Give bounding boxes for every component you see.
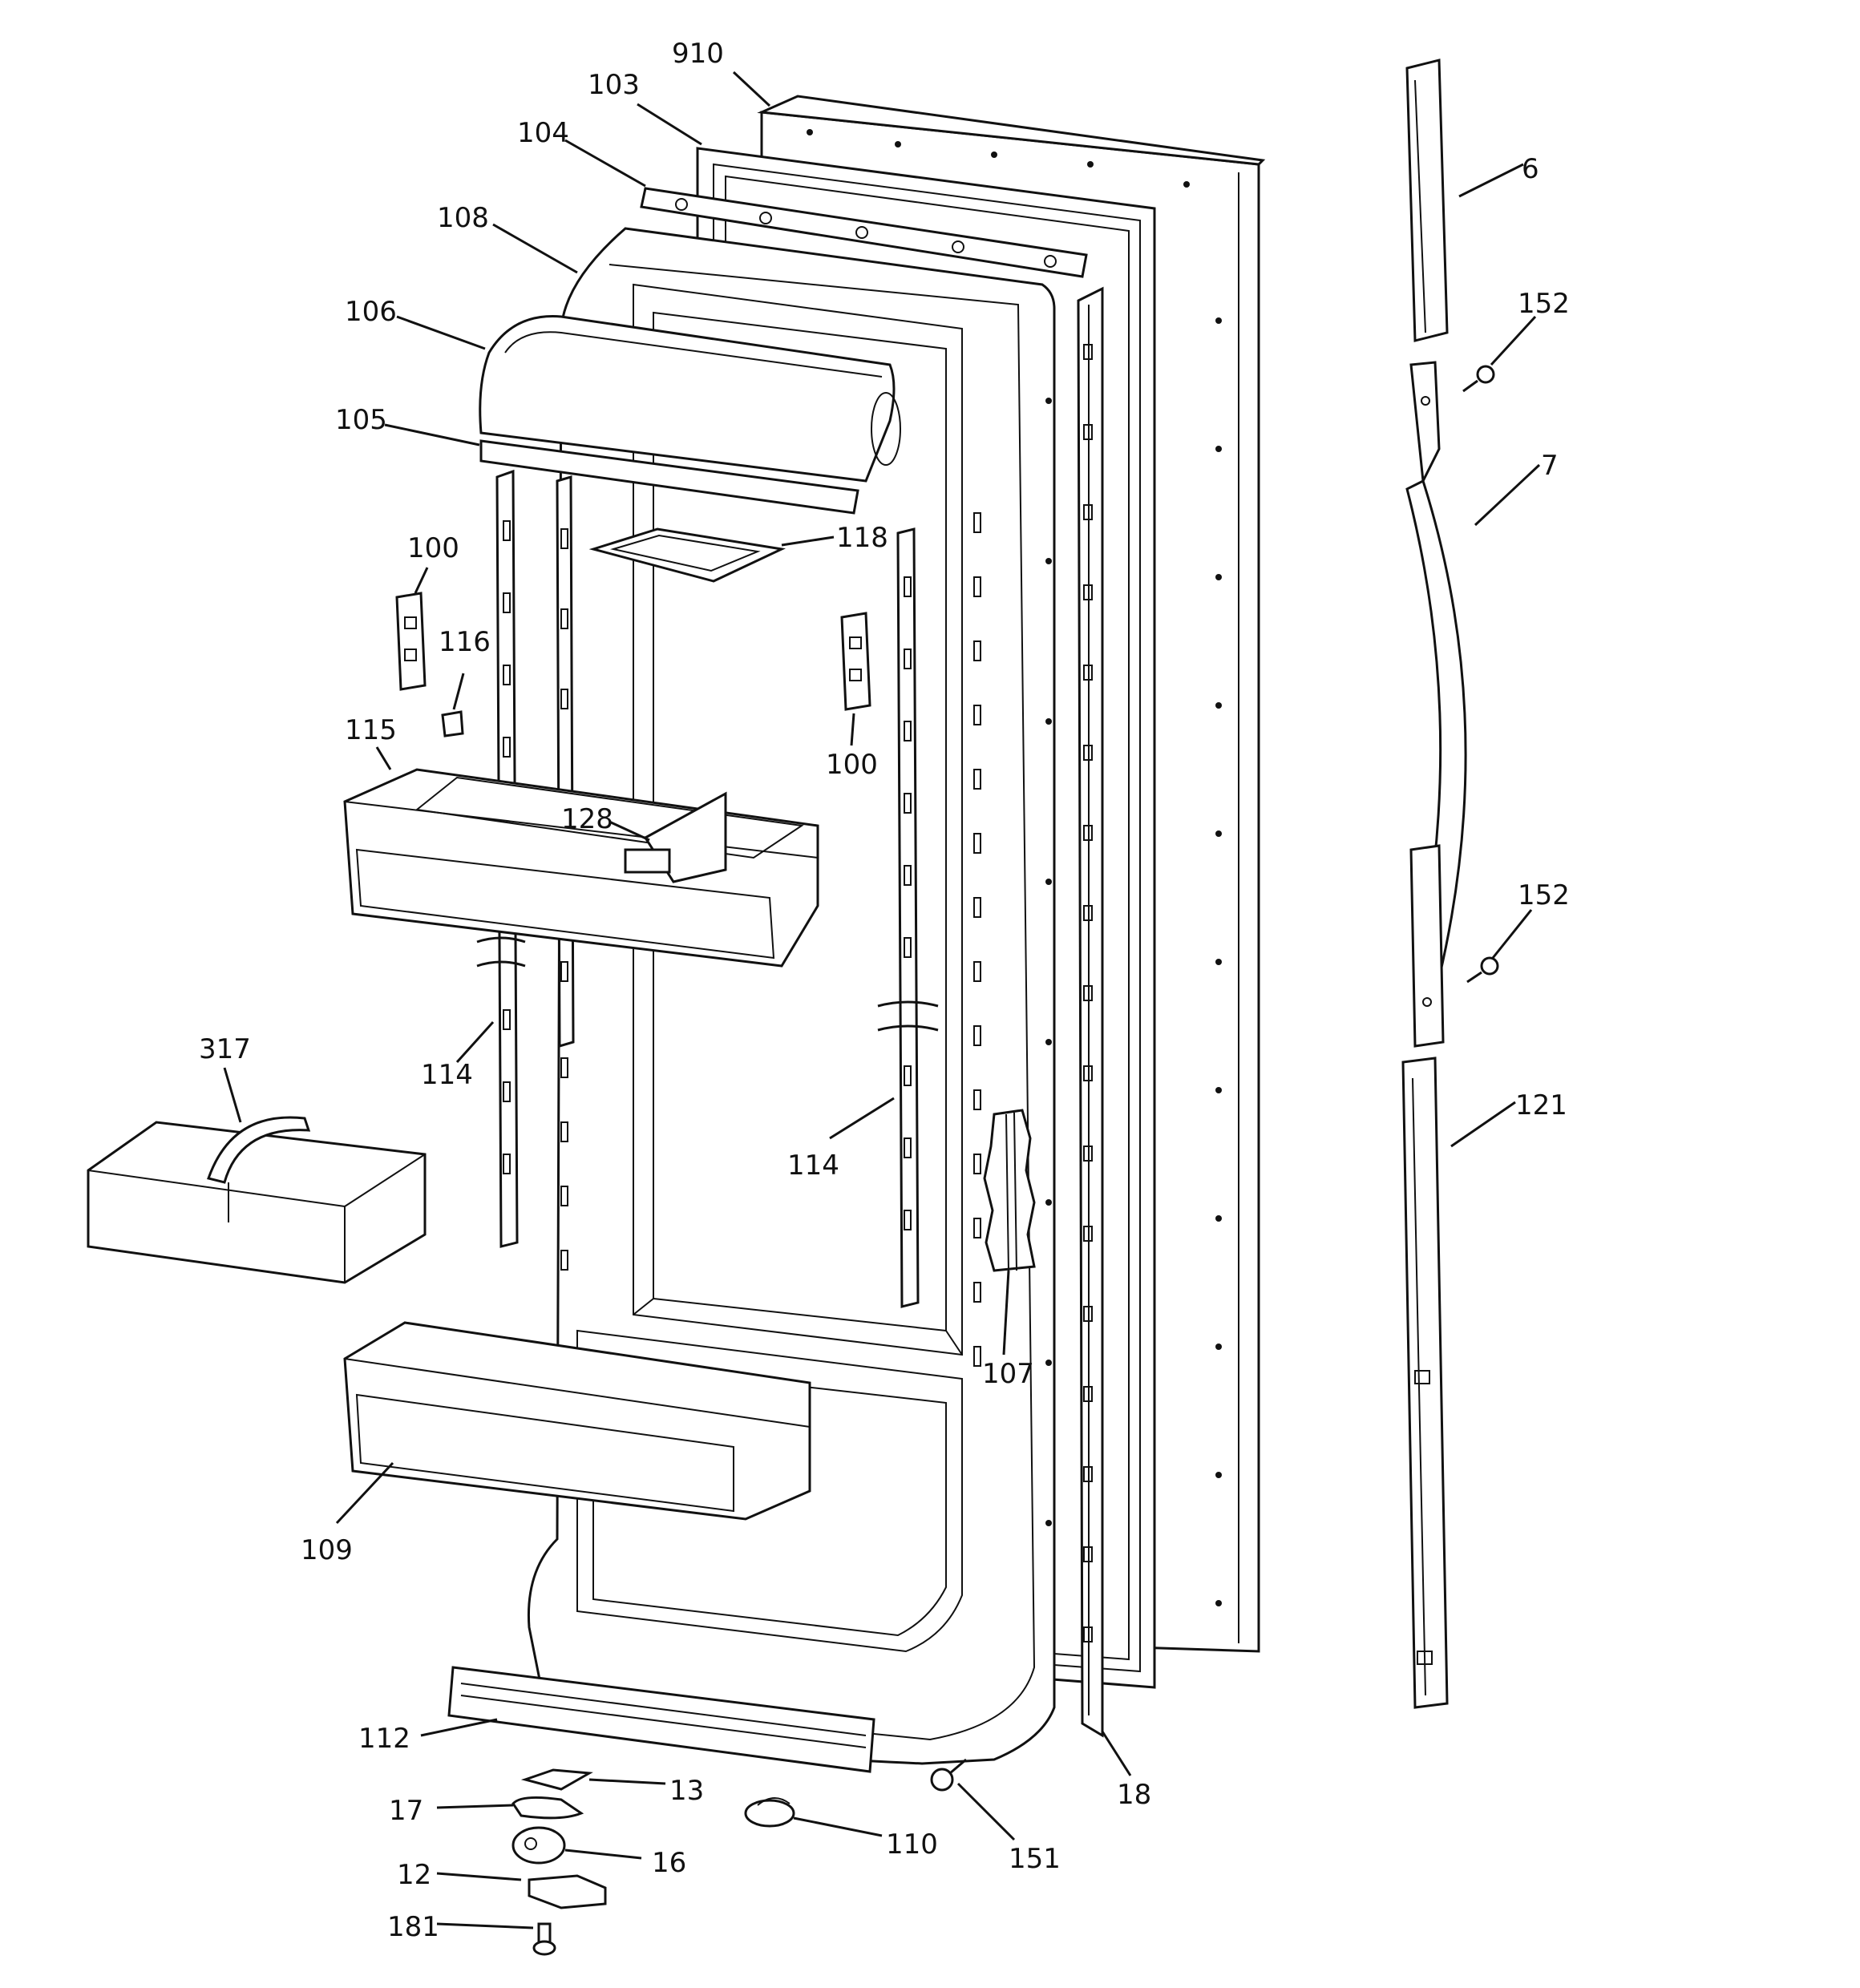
label-104: 104 xyxy=(517,117,569,149)
hinge-shim xyxy=(512,1796,584,1820)
label-103: 103 xyxy=(588,69,640,101)
label-152-bottom: 152 xyxy=(1518,879,1570,911)
label-151: 151 xyxy=(1009,1843,1061,1875)
label-7: 7 xyxy=(1541,450,1559,482)
label-107: 107 xyxy=(982,1358,1034,1390)
shelf-support-right xyxy=(877,527,939,1308)
label-112: 112 xyxy=(358,1723,410,1755)
removable-bin xyxy=(87,1116,427,1284)
label-6: 6 xyxy=(1522,153,1539,185)
label-100-right: 100 xyxy=(826,749,878,781)
bottom-trim xyxy=(447,1666,875,1773)
hinge xyxy=(528,1874,607,1909)
part-labels: 910 103 104 108 106 105 118 100 116 115 … xyxy=(199,38,1570,1943)
shelf-clip-left xyxy=(395,592,427,691)
label-12: 12 xyxy=(397,1859,431,1891)
label-100-left: 100 xyxy=(407,532,459,564)
small-tray xyxy=(588,527,786,583)
label-121: 121 xyxy=(1515,1089,1567,1121)
label-116: 116 xyxy=(439,626,491,658)
label-16: 16 xyxy=(652,1847,686,1879)
screw-151 xyxy=(930,1758,967,1792)
handle-trim-long xyxy=(1401,1057,1449,1709)
small-clip xyxy=(441,710,464,737)
handle xyxy=(1405,361,1467,1048)
label-105: 105 xyxy=(335,404,387,436)
handle-screw-bottom xyxy=(1466,956,1499,984)
lower-door-bin xyxy=(343,1321,811,1521)
shelf-clip-right xyxy=(840,612,871,711)
handle-screw-top xyxy=(1462,365,1495,393)
door-stop xyxy=(744,1797,795,1828)
label-106: 106 xyxy=(345,296,397,328)
label-17: 17 xyxy=(389,1795,423,1827)
label-910: 910 xyxy=(672,38,724,70)
hinge-plate xyxy=(520,1768,593,1791)
label-317: 317 xyxy=(199,1033,251,1065)
hinge-cam xyxy=(512,1826,566,1865)
handle-cap-top xyxy=(1405,59,1449,342)
label-181: 181 xyxy=(387,1911,439,1943)
top-strip xyxy=(640,187,1088,278)
hinge-screw xyxy=(532,1922,556,1956)
bin-trim-strip xyxy=(479,439,859,515)
label-114-left: 114 xyxy=(421,1059,473,1091)
side-trim-strip xyxy=(983,1109,1036,1272)
upper-door-bin xyxy=(343,768,819,968)
label-115: 115 xyxy=(345,714,397,746)
leader-lines xyxy=(223,71,1541,1929)
top-bin-cover xyxy=(479,315,901,483)
label-13: 13 xyxy=(669,1775,704,1807)
label-18: 18 xyxy=(1117,1779,1151,1811)
label-152-top: 152 xyxy=(1518,288,1570,320)
label-128: 128 xyxy=(561,803,613,835)
shelf-support-center xyxy=(556,475,575,1049)
label-108: 108 xyxy=(437,202,489,234)
label-109: 109 xyxy=(301,1534,353,1566)
breaker-strip-right xyxy=(1077,286,1104,1738)
label-110: 110 xyxy=(886,1828,938,1861)
label-114-right: 114 xyxy=(787,1150,839,1182)
label-118: 118 xyxy=(836,522,888,554)
